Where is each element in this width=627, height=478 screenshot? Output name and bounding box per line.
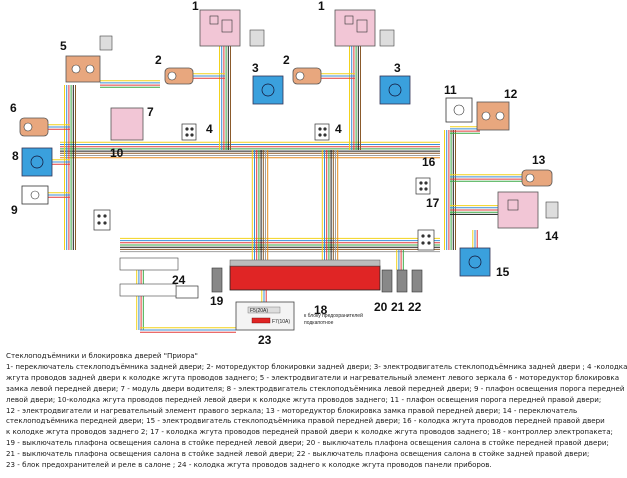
label-24: 24 (172, 273, 186, 287)
wiring-diagram: F5(20A) F7(10A) к блоку предохранителей … (10, 0, 559, 347)
door-switch-21 (396, 269, 408, 293)
label-11: 11 (444, 83, 457, 97)
wires (48, 46, 522, 333)
rear-door-window-switch-right (334, 9, 395, 47)
label-5: 5 (60, 39, 67, 53)
label-22: 22 (408, 300, 422, 314)
label-19: 19 (210, 294, 224, 308)
caption-line: жгута проводов задней двери к колодке жг… (6, 372, 620, 382)
label-20: 20 (374, 300, 388, 314)
label-10: 10 (110, 146, 124, 160)
label-7: 7 (147, 105, 154, 119)
fuse-text-top: F5(20A) (250, 308, 268, 314)
rear-door-connector-right (314, 123, 330, 141)
label-18: 18 (314, 303, 328, 317)
label-16: 16 (422, 155, 436, 169)
front-right-lock-motor (521, 169, 553, 187)
label-9: 9 (11, 203, 18, 217)
door-switch-19 (211, 267, 223, 293)
note-line-1: к блоку предохранителей (304, 312, 363, 319)
rear-door-window-motor-right (379, 75, 411, 105)
rear-door-window-motor-left (252, 75, 284, 105)
front-right-window-motor (459, 247, 491, 277)
rear-door-lock-motor-left (164, 67, 194, 85)
front-door-window-switch (497, 191, 559, 229)
label-1-right: 1 (318, 0, 325, 13)
label-2-left: 2 (155, 53, 162, 67)
rear-door-lock-motor-right (292, 67, 322, 85)
caption-line: левой двери; 10-колодка жгута проводов п… (6, 394, 602, 404)
label-15: 15 (496, 265, 510, 279)
front-left-step-lamp (21, 185, 49, 205)
front-left-lock-motor (19, 117, 49, 137)
front-right-door-connector-2 (415, 177, 431, 195)
caption-title: Стеклоподъёмники и блокировка дверей "Пр… (6, 351, 198, 360)
door-switch-20 (381, 269, 393, 293)
left-mirror (65, 35, 113, 83)
harness-connector-bank-left (119, 257, 179, 297)
rear-door-window-switch-left (199, 9, 265, 47)
caption-line: стеклоподъёмника передней двери; 15 - эл… (6, 416, 605, 426)
label-6: 6 (10, 101, 17, 115)
front-left-door-connector (93, 209, 111, 231)
label-3-right: 3 (394, 61, 401, 75)
driver-door-module (110, 107, 144, 141)
front-right-door-connector (417, 229, 435, 251)
diagram-caption: Стеклоподъёмники и блокировка дверей "Пр… (6, 351, 627, 471)
label-3-left: 3 (252, 61, 259, 75)
label-4-right: 4 (335, 122, 342, 136)
caption-line: 1- переключатель стеклоподъёмника задней… (6, 361, 627, 371)
label-2-right: 2 (283, 53, 290, 67)
label-14: 14 (545, 229, 559, 243)
caption-line: 21 - выключатель плафона освещения салон… (6, 449, 590, 459)
label-4-left: 4 (206, 122, 213, 136)
right-mirror (476, 101, 510, 131)
rear-door-connector-left (181, 123, 197, 141)
caption-line: замка левой передней двери; 7 - модуль д… (6, 383, 625, 393)
label-13: 13 (532, 153, 546, 167)
label-12: 12 (504, 87, 518, 101)
label-21: 21 (391, 300, 405, 314)
label-17: 17 (426, 196, 440, 210)
label-8: 8 (12, 149, 19, 163)
fuse-relay-block: F5(20A) F7(10A) (235, 301, 295, 331)
caption-line: 12 - электродвигатели и нагревательный э… (6, 405, 578, 415)
label-1-left: 1 (192, 0, 199, 13)
note-line-2: подкапотное (304, 320, 334, 326)
label-23: 23 (258, 333, 272, 347)
caption-line: 19 - выключатель плафона освещения салон… (6, 438, 609, 448)
front-left-window-motor (21, 147, 53, 177)
caption-line: 23 - блок предохранителей и реле в салон… (6, 460, 492, 470)
fuse-text-bottom: F7(10A) (272, 319, 290, 325)
caption-line: к колодке жгута проводов заднего 2; 17 -… (6, 427, 613, 437)
rear-to-dash-connector (175, 285, 199, 299)
controller-connector-block (229, 259, 381, 291)
front-right-step-lamp (445, 97, 473, 123)
door-switch-22 (411, 269, 423, 293)
